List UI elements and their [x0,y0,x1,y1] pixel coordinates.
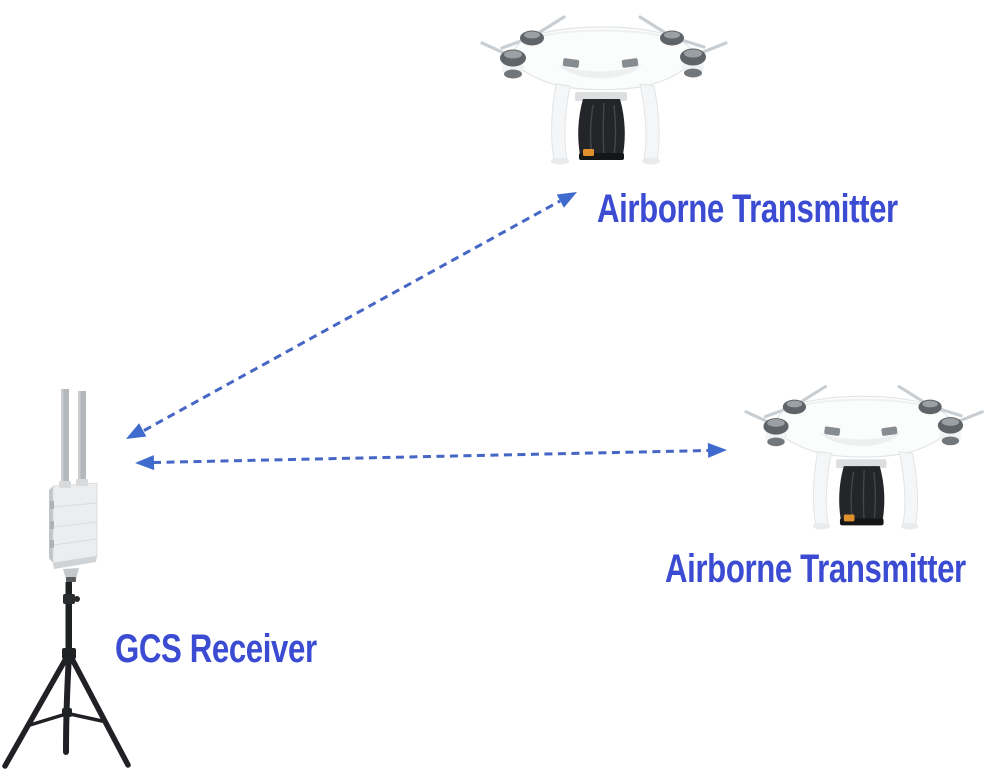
link-2-arrowhead-left [135,455,155,471]
airborne-transmitter-1-label: Airborne Transmitter [597,187,898,231]
gcs-receiver-label: GCS Receiver [115,627,317,671]
airborne-transmitter-2-label: Airborne Transmitter [665,547,966,591]
link-2-arrowhead-right [707,442,727,458]
link-1-arrowhead-right [556,192,577,208]
ground-station-icon [2,389,131,769]
link-gcs-to-transmitter-1 [126,192,577,439]
antenna-icons [61,389,86,496]
link-1-arrowhead-left [126,423,147,439]
link-gcs-to-transmitter-2 [135,442,727,471]
quadcopter-drone-icon-1 [480,2,740,168]
receiver-box [49,479,98,569]
quadcopter-drone-icon-2 [744,372,996,533]
link-1-dashed-line [143,199,561,432]
link-2-dashed-line [152,449,710,464]
tripod-stand [2,568,131,769]
